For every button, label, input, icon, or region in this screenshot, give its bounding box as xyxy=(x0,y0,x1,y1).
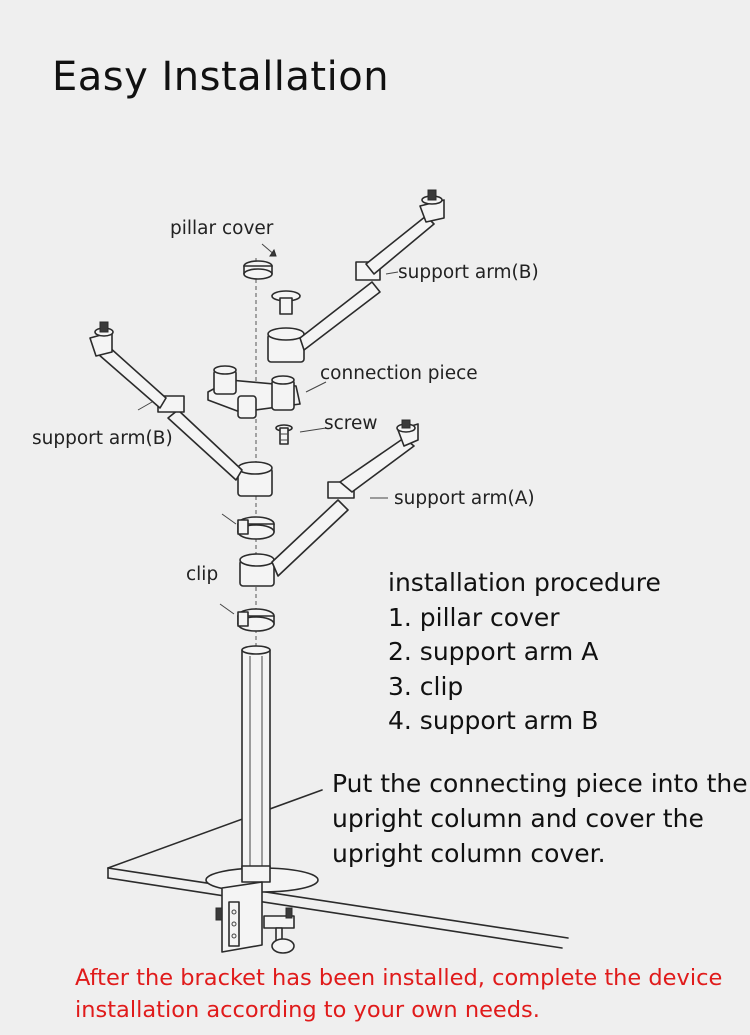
upright-column-icon xyxy=(241,645,271,883)
support-arm-b-left-icon xyxy=(89,321,273,497)
support-arm-b-top-icon xyxy=(267,189,445,363)
screw-icon xyxy=(275,424,293,445)
note-line: installation according to your own needs… xyxy=(75,997,540,1023)
connection-piece-icon xyxy=(207,365,301,419)
label-connection-piece: connection piece xyxy=(320,363,478,384)
leader-arrows xyxy=(137,243,399,615)
label-support-arm-b-top: support arm(B) xyxy=(398,262,539,283)
label-screw: screw xyxy=(324,413,378,434)
instruction-line: upright column cover. xyxy=(332,839,606,868)
label-support-arm-a: support arm(A) xyxy=(394,488,535,509)
clip-icon xyxy=(237,608,275,632)
installation-procedure: installation procedure 1. pillar cover 2… xyxy=(388,566,661,739)
procedure-step: 4. support arm B xyxy=(388,706,599,735)
instructions-text: Put the connecting piece into the uprigh… xyxy=(332,766,748,871)
procedure-heading: installation procedure xyxy=(388,568,661,597)
desk-clamp-icon xyxy=(215,881,295,954)
support-arm-a-icon xyxy=(239,419,419,587)
connector-insert-icon xyxy=(271,290,301,315)
installation-note: After the bracket has been installed, co… xyxy=(75,962,740,1026)
pillar-cover-icon xyxy=(243,260,273,280)
procedure-step: 2. support arm A xyxy=(388,637,599,666)
upper-clip-icon xyxy=(237,516,275,540)
label-support-arm-b-left: support arm(B) xyxy=(32,428,173,449)
procedure-step: 3. clip xyxy=(388,671,464,701)
page-title: Easy Installation xyxy=(52,54,390,100)
procedure-step: 1. pillar cover xyxy=(388,602,560,632)
note-line: After the bracket has been installed, co… xyxy=(75,965,723,991)
label-pillar-cover: pillar cover xyxy=(170,218,274,239)
desk-surface xyxy=(107,789,569,949)
instruction-line: upright column and cover the xyxy=(332,804,704,833)
label-clip: clip xyxy=(186,564,219,585)
instruction-line: Put the connecting piece into the xyxy=(332,769,748,798)
